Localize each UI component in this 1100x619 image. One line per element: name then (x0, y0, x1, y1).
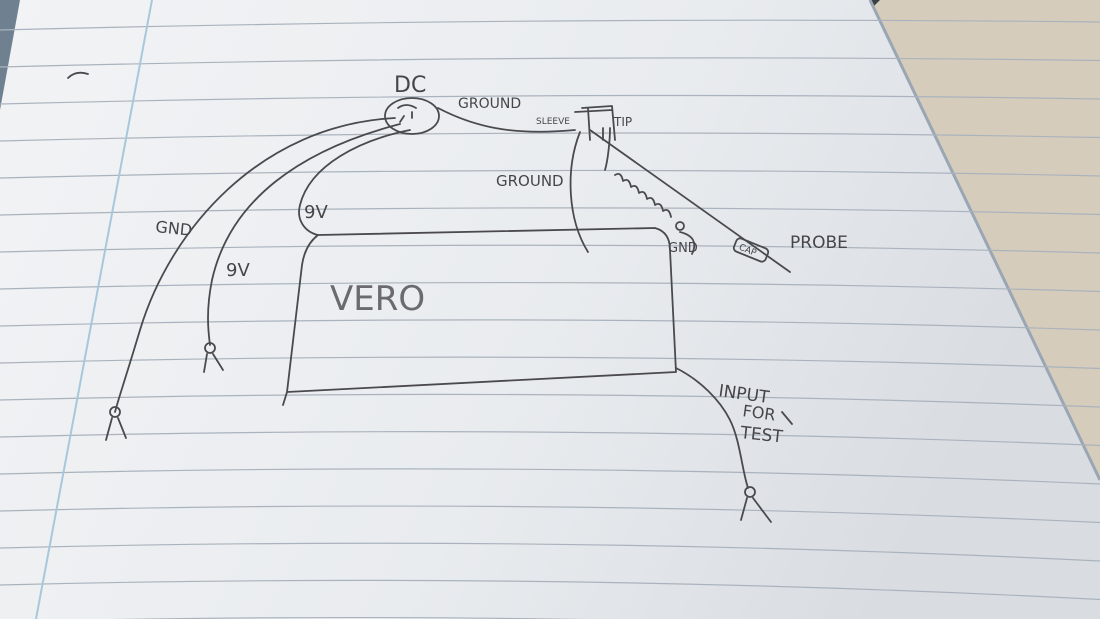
ruled-line (0, 431, 1100, 447)
label-dc: DC (394, 73, 426, 98)
wire-ground-side (569, 131, 589, 253)
ruled-line (0, 579, 1100, 601)
ruled-line (0, 57, 1100, 68)
label-gnd-left: GND (155, 217, 193, 240)
wire-gnd (114, 117, 396, 413)
circuit-sketch (105, 97, 793, 523)
crocodile-clip-9v (203, 342, 224, 373)
vero-board (282, 227, 677, 406)
label-test: TEST (738, 423, 784, 447)
ruled-line (0, 468, 1100, 485)
margin-line (35, 0, 153, 619)
wire-tip (602, 127, 611, 171)
crocodile-clip-input (740, 486, 772, 523)
ruled-line (0, 207, 1100, 216)
ruled-lines (0, 19, 1100, 619)
ruled-line (0, 542, 1100, 562)
capacitor (732, 237, 770, 263)
label-sleeve: SLEEVE (536, 117, 570, 127)
gnd-clip (675, 221, 696, 255)
cable-coil (614, 172, 672, 218)
strike-mark (781, 411, 793, 425)
ruled-line (0, 94, 1100, 105)
probe-cable (589, 129, 791, 273)
ruled-line (0, 244, 1100, 254)
label-tip: TIP (613, 115, 632, 129)
ruled-line (0, 281, 1100, 293)
label-gnd-probe: GND (668, 241, 698, 256)
crocodile-clip-gnd (105, 406, 127, 441)
wire-9v-vero (298, 129, 411, 236)
label-vero: VERO (330, 279, 425, 319)
ruled-line (0, 132, 1100, 142)
label-9v-top: 9V (304, 202, 328, 223)
ruled-line (0, 169, 1100, 179)
paper-edge-shadow (868, 0, 1100, 481)
dc-jack-symbol (384, 97, 440, 135)
wire-9v (207, 123, 401, 346)
ruled-line (0, 19, 1100, 31)
label-9v-left: 9V (226, 260, 250, 281)
audio-jack (574, 105, 616, 141)
ruled-line (0, 356, 1100, 370)
wire-input (675, 367, 749, 489)
punch-mark (67, 71, 89, 79)
label-ground-side: GROUND (496, 172, 564, 190)
label-probe: PROBE (790, 233, 848, 253)
wire-ground-sleeve (437, 107, 576, 133)
ruled-line (0, 319, 1100, 331)
label-ground-top: GROUND (458, 96, 521, 112)
ruled-line (0, 505, 1100, 524)
label-for: FOR (741, 401, 776, 424)
ruled-line (0, 393, 1100, 408)
